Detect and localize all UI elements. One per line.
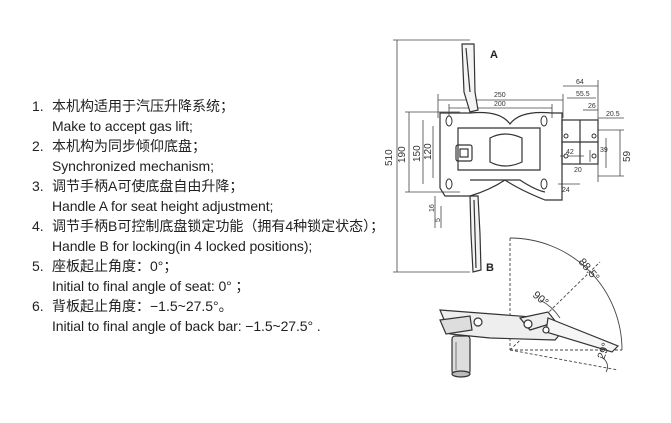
dim-150: 150 bbox=[412, 145, 423, 162]
dim-64: 64 bbox=[576, 79, 584, 86]
spec-text-cn: 调节手柄A可使底盘自由升降； bbox=[52, 178, 244, 194]
spec-text-cn: 调节手柄B可控制底盘锁定功能（拥有4种锁定状态）； bbox=[52, 218, 385, 234]
spec-text-cn: 本机构适用于汽压升降系统； bbox=[52, 98, 234, 114]
spec-text-en: Initial to final angle of seat: 0° ； bbox=[52, 278, 250, 294]
spec-number: 3. bbox=[32, 178, 44, 194]
spec-text-en: Handle A for seat height adjustment; bbox=[52, 198, 274, 214]
spec-list: 1. 本机构适用于汽压升降系统； Make to accept gas lift… bbox=[32, 96, 392, 336]
spec-item-3: 3. 调节手柄A可使底盘自由升降； Handle A for seat heig… bbox=[32, 176, 392, 216]
spec-number: 4. bbox=[32, 218, 44, 234]
spec-number: 5. bbox=[32, 258, 44, 274]
spec-text-cn: 本机构为同步倾仰底盘； bbox=[52, 138, 206, 154]
spec-item-6: 6. 背板起止角度：−1.5~27.5°。 Initial to final a… bbox=[32, 296, 392, 336]
spec-text-cn: 背板起止角度：−1.5~27.5°。 bbox=[52, 298, 233, 314]
dim-55-5: 55.5 bbox=[576, 91, 590, 98]
dim-26: 26 bbox=[588, 103, 596, 110]
spec-text-cn: 座板起止角度：0°； bbox=[52, 258, 178, 274]
dim-24: 24 bbox=[562, 187, 570, 194]
spec-item-4: 4. 调节手柄B可控制底盘锁定功能（拥有4种锁定状态）； Handle B fo… bbox=[32, 216, 392, 256]
angle-90: 90° bbox=[530, 289, 550, 309]
dim-16: 16 bbox=[429, 204, 436, 212]
handle-b bbox=[469, 195, 482, 273]
dim-5: 5 bbox=[435, 218, 442, 222]
spec-number: 6. bbox=[32, 298, 44, 314]
gas-lift-cylinder bbox=[451, 335, 471, 378]
spec-item-2: 2. 本机构为同步倾仰底盘； Synchronized mechanism; bbox=[32, 136, 392, 176]
dim-510: 510 bbox=[384, 149, 395, 166]
spec-text-en: Make to accept gas lift; bbox=[52, 118, 193, 134]
spec-number: 2. bbox=[32, 138, 44, 154]
spec-text-en: Initial to final angle of back bar: −1.5… bbox=[52, 318, 321, 334]
dim-20-5: 20.5 bbox=[606, 111, 620, 118]
dim-20: 20 bbox=[574, 167, 582, 174]
dim-39: 39 bbox=[600, 147, 608, 154]
mounting-holes bbox=[445, 115, 597, 190]
spec-item-1: 1. 本机构适用于汽压升降系统； Make to accept gas lift… bbox=[32, 96, 392, 136]
mechanism-side-view bbox=[439, 309, 620, 353]
handle-a bbox=[461, 43, 479, 113]
dim-200: 200 bbox=[494, 101, 506, 108]
dim-250: 250 bbox=[494, 92, 506, 99]
base-plate-top-view bbox=[439, 111, 599, 201]
dim-59: 59 bbox=[622, 150, 633, 162]
angle-29: 29° bbox=[596, 341, 613, 361]
spec-text-en: Synchronized mechanism; bbox=[52, 158, 214, 174]
spec-text-en: Handle B for locking(in 4 locked positio… bbox=[52, 238, 313, 254]
label-handle-a: A bbox=[490, 49, 498, 61]
dim-42: 42 bbox=[566, 149, 574, 156]
dim-120: 120 bbox=[423, 143, 434, 160]
dim-190: 190 bbox=[397, 146, 408, 163]
spec-item-5: 5. 座板起止角度：0°； Initial to final angle of … bbox=[32, 256, 392, 296]
spec-number: 1. bbox=[32, 98, 44, 114]
label-handle-b: B bbox=[486, 262, 494, 274]
